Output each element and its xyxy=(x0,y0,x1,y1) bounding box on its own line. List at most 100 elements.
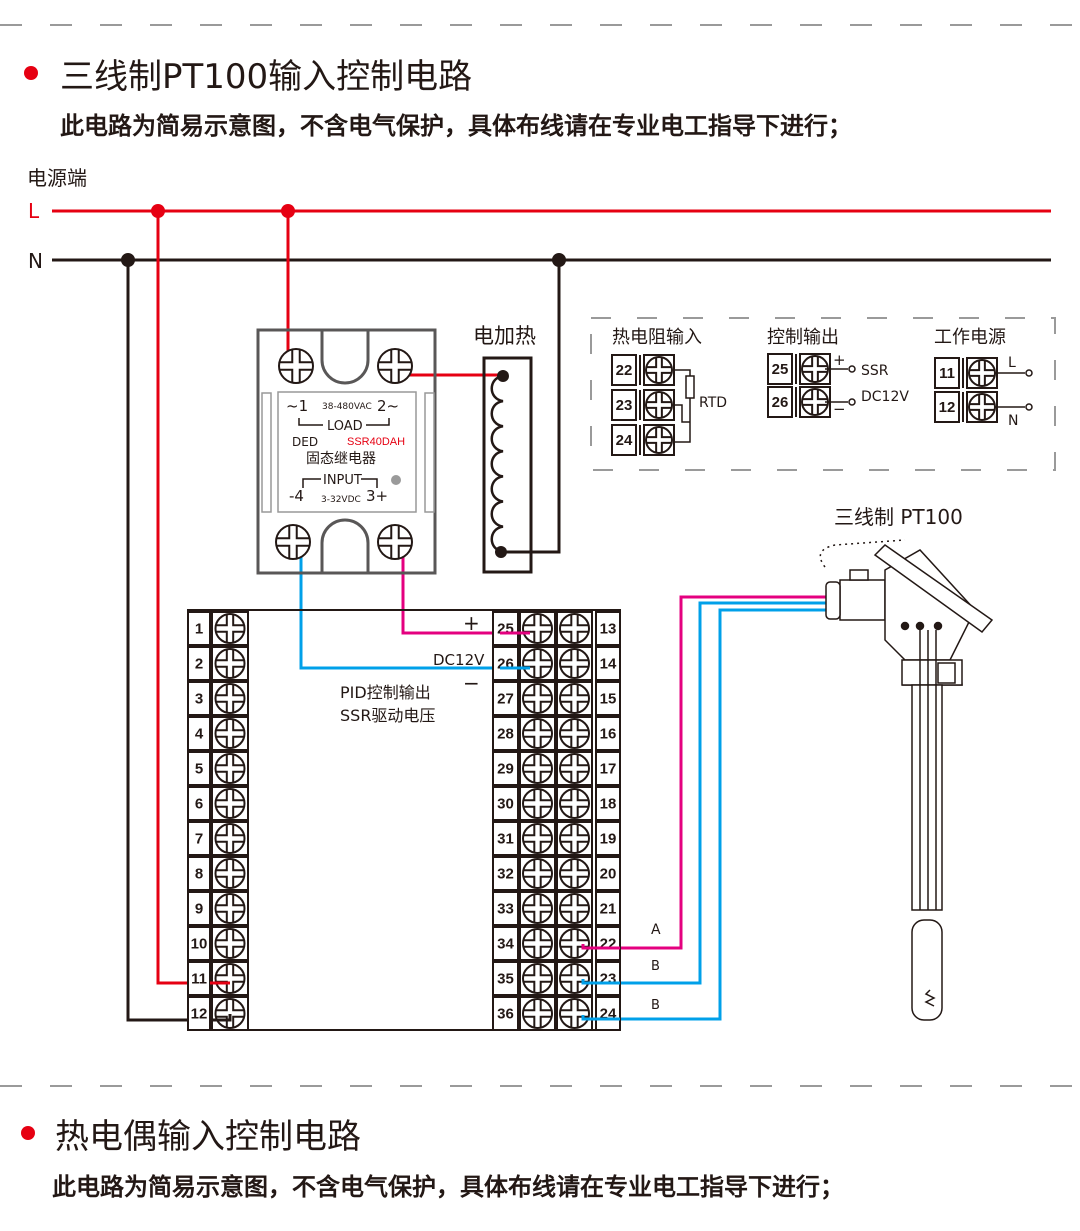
terminal-number: 28 xyxy=(492,716,519,751)
legend-power-L: L xyxy=(1008,355,1016,371)
svg-text:33: 33 xyxy=(497,901,514,918)
terminal-number: 22 xyxy=(595,926,621,961)
svg-text:24: 24 xyxy=(616,432,633,449)
terminal-number: 10 xyxy=(187,926,211,961)
svg-text:25: 25 xyxy=(497,621,514,638)
screw-terminal-icon xyxy=(214,753,246,784)
screw-terminal-icon xyxy=(559,788,590,819)
screw-terminal-icon xyxy=(559,963,590,994)
screw-terminal-icon xyxy=(559,823,590,854)
ssr-name: 固态继电器 xyxy=(306,451,376,467)
heater xyxy=(482,356,533,574)
wire-ssr-minus xyxy=(299,552,530,670)
legend-out-minus: − xyxy=(833,400,846,418)
svg-text:12: 12 xyxy=(939,399,956,416)
screw-terminal-icon xyxy=(522,718,553,749)
screw-terminal-icon xyxy=(801,355,829,383)
screw-terminal-icon xyxy=(214,648,246,679)
terminal-number: 31 xyxy=(492,821,519,856)
legend-rtd-title: 热电阻输入 xyxy=(612,327,702,348)
ssr-load-voltage: 38-480VAC xyxy=(322,402,372,412)
legend-out-plus: + xyxy=(833,351,846,369)
section2-subtitle: 此电路为简易示意图，不含电气保护，具体布线请在专业电工指导下进行； xyxy=(52,1173,844,1201)
terminal-number: 24 xyxy=(595,996,621,1031)
wire-label-a: A xyxy=(651,922,661,938)
svg-text:9: 9 xyxy=(195,901,203,918)
svg-text:11: 11 xyxy=(191,971,207,988)
svg-text:21: 21 xyxy=(600,901,617,918)
wire-end xyxy=(210,1014,232,1022)
line-N-label: N xyxy=(28,249,43,273)
terminal-number: 19 xyxy=(595,821,621,856)
svg-text:3: 3 xyxy=(195,691,203,708)
dc12v-label: DC12V xyxy=(433,651,485,669)
screw-terminal-icon xyxy=(645,426,673,454)
terminal-row: 7 31 19 xyxy=(187,821,621,856)
terminal-row: 12 36 24 xyxy=(187,996,621,1031)
svg-text:11: 11 xyxy=(939,365,955,382)
screw-terminal-icon xyxy=(214,823,246,854)
terminal-number: 25 xyxy=(492,611,519,646)
ssr-led-icon xyxy=(391,475,401,485)
screw-terminal-icon xyxy=(645,356,673,384)
svg-text:28: 28 xyxy=(497,726,514,743)
screw-terminal-icon xyxy=(522,998,553,1029)
screw-terminal-icon xyxy=(801,388,829,416)
wire-heater-to-N xyxy=(503,260,561,554)
legend-out-ssr: SSR xyxy=(861,363,889,379)
svg-text:18: 18 xyxy=(600,796,617,813)
screw-terminal-icon xyxy=(968,393,996,421)
terminal-number: 11 xyxy=(934,357,960,389)
junction-dot xyxy=(552,253,566,267)
svg-text:19: 19 xyxy=(600,831,617,848)
terminal-number: 21 xyxy=(595,891,621,926)
wire-end xyxy=(581,944,620,950)
wire-end xyxy=(581,1015,620,1021)
legend-terminal: 11 xyxy=(934,357,998,389)
svg-text:8: 8 xyxy=(195,866,203,883)
screw-terminal-icon xyxy=(645,391,673,419)
legend-terminal: 23 xyxy=(611,389,675,421)
ssr-load-right: 2~ xyxy=(377,397,399,415)
legend-terminal: 25 xyxy=(767,353,831,385)
heater-label: 电加热 xyxy=(473,324,536,348)
dc-minus-label: − xyxy=(463,671,480,695)
legend-terminal: 12 xyxy=(934,391,998,423)
terminal-number: 36 xyxy=(492,996,519,1031)
section2-title: 热电偶输入控制电路 xyxy=(55,1117,361,1157)
terminal-number: 12 xyxy=(187,996,211,1031)
svg-text:34: 34 xyxy=(497,936,514,953)
svg-text:22: 22 xyxy=(600,936,617,953)
ssr-load-left: ~1 xyxy=(286,397,308,415)
svg-text:4: 4 xyxy=(195,726,204,743)
terminal-number: 24 xyxy=(611,424,637,456)
terminal-number: 4 xyxy=(187,716,211,751)
svg-text:14: 14 xyxy=(600,656,617,673)
screw-terminal-icon xyxy=(559,753,590,784)
terminal-number: 35 xyxy=(492,961,519,996)
screw-terminal-icon xyxy=(559,893,590,924)
svg-text:17: 17 xyxy=(600,761,617,778)
power-label: 电源端 xyxy=(27,166,87,190)
ssr-brand: DED xyxy=(292,435,318,449)
wire-ssr-plus xyxy=(401,552,530,635)
screw-terminal-icon xyxy=(968,359,996,387)
ssr-model: SSR40DAH xyxy=(347,436,405,448)
ssr-input-voltage: 3-32VDC xyxy=(321,495,361,505)
terminal-number: 2 xyxy=(187,646,211,681)
terminal-number: 7 xyxy=(187,821,211,856)
junction-dot xyxy=(281,204,295,218)
screw-terminal-icon xyxy=(377,348,413,384)
legend-terminal: 24 xyxy=(611,424,675,456)
junctions xyxy=(121,204,566,267)
terminal-number: 5 xyxy=(187,751,211,786)
svg-text:1: 1 xyxy=(195,621,203,638)
legend-out-dc: DC12V xyxy=(861,389,909,405)
